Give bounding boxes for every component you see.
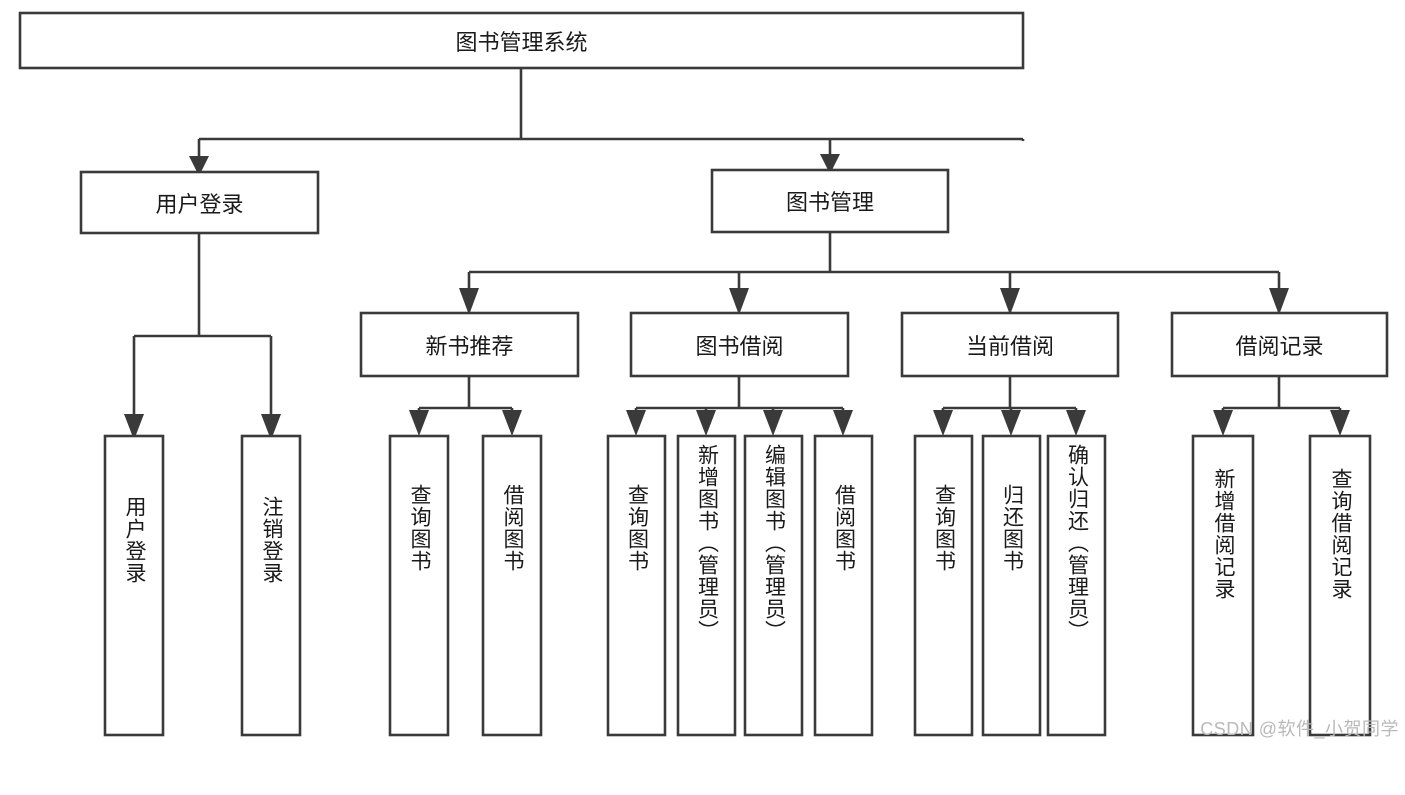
arrow-to-leaf-edit-book (763, 410, 783, 436)
arrow-to-leaf-return-book (1001, 410, 1021, 436)
arrow-to-leaf-add-record (1213, 410, 1233, 436)
node-current-borrow[interactable] (900, 311, 1120, 378)
node-root[interactable] (18, 11, 1025, 70)
node-leaf-query-book-3[interactable] (913, 434, 974, 737)
arrow-to-leaf-query-book-1 (409, 410, 429, 436)
arrow-to-leaf-borrow-book-1 (502, 410, 522, 436)
watermark-text: CSDN @软件_小贺同学 (1200, 719, 1399, 739)
node-leaf-borrow-book-2[interactable] (813, 434, 874, 737)
node-leaf-confirm-return[interactable] (1046, 434, 1107, 737)
connector-borrowrecord-to-leaves (1221, 376, 1342, 414)
connector-newbook-to-leaves (417, 376, 514, 414)
arrow-to-borrow-record (1269, 288, 1289, 315)
node-leaf-query-record[interactable] (1308, 434, 1372, 737)
node-user-login[interactable] (79, 170, 320, 235)
arrow-to-leaf-borrow-book-2 (833, 410, 853, 436)
node-book-manage[interactable] (710, 168, 950, 234)
connector-bookmanage-to-level3 (467, 232, 1281, 290)
arrow-to-new-book-rec (459, 288, 479, 315)
node-leaf-query-book-2[interactable] (606, 434, 667, 737)
node-leaf-return-book[interactable] (981, 434, 1042, 737)
node-leaf-add-record[interactable] (1191, 434, 1255, 737)
node-leaf-logout[interactable] (240, 434, 302, 737)
node-book-borrow[interactable] (629, 311, 850, 378)
flowchart-diagram: 图书管理系统 用户登录 图书管理 新书推荐 图书借阅 当前借阅 借阅记录 用户登… (18, 11, 1399, 739)
arrow-to-book-borrow (729, 288, 749, 315)
node-leaf-edit-book[interactable] (743, 434, 804, 737)
connector-group (124, 68, 1350, 440)
node-leaf-user-login[interactable] (103, 434, 165, 737)
arrow-to-leaf-add-book (696, 410, 716, 436)
arrow-to-leaf-query-book-3 (933, 410, 953, 436)
connector-currentborrow-to-leaves (941, 376, 1078, 414)
connector-bookborrow-to-leaves (634, 376, 845, 414)
arrow-to-leaf-query-record (1330, 410, 1350, 436)
node-box-group (18, 11, 1389, 737)
arrow-to-current-borrow (1000, 288, 1020, 315)
arrow-to-leaf-query-book-2 (626, 410, 646, 436)
node-borrow-record[interactable] (1170, 311, 1389, 378)
connector-root-to-level2 (197, 68, 1023, 158)
node-new-book-rec[interactable] (359, 311, 580, 378)
arrow-to-leaf-confirm-return (1066, 410, 1086, 436)
diagram-canvas (18, 11, 1389, 737)
arrow-to-leaf-user-login (124, 414, 144, 440)
node-leaf-query-book-1[interactable] (388, 434, 450, 737)
arrow-to-user-login (189, 156, 209, 176)
arrow-to-book-manage (820, 154, 840, 174)
node-leaf-borrow-book-1[interactable] (481, 434, 543, 737)
arrow-to-leaf-logout (261, 414, 281, 440)
node-leaf-add-book[interactable] (676, 434, 737, 737)
connector-userlogin-to-leaves (132, 233, 273, 418)
